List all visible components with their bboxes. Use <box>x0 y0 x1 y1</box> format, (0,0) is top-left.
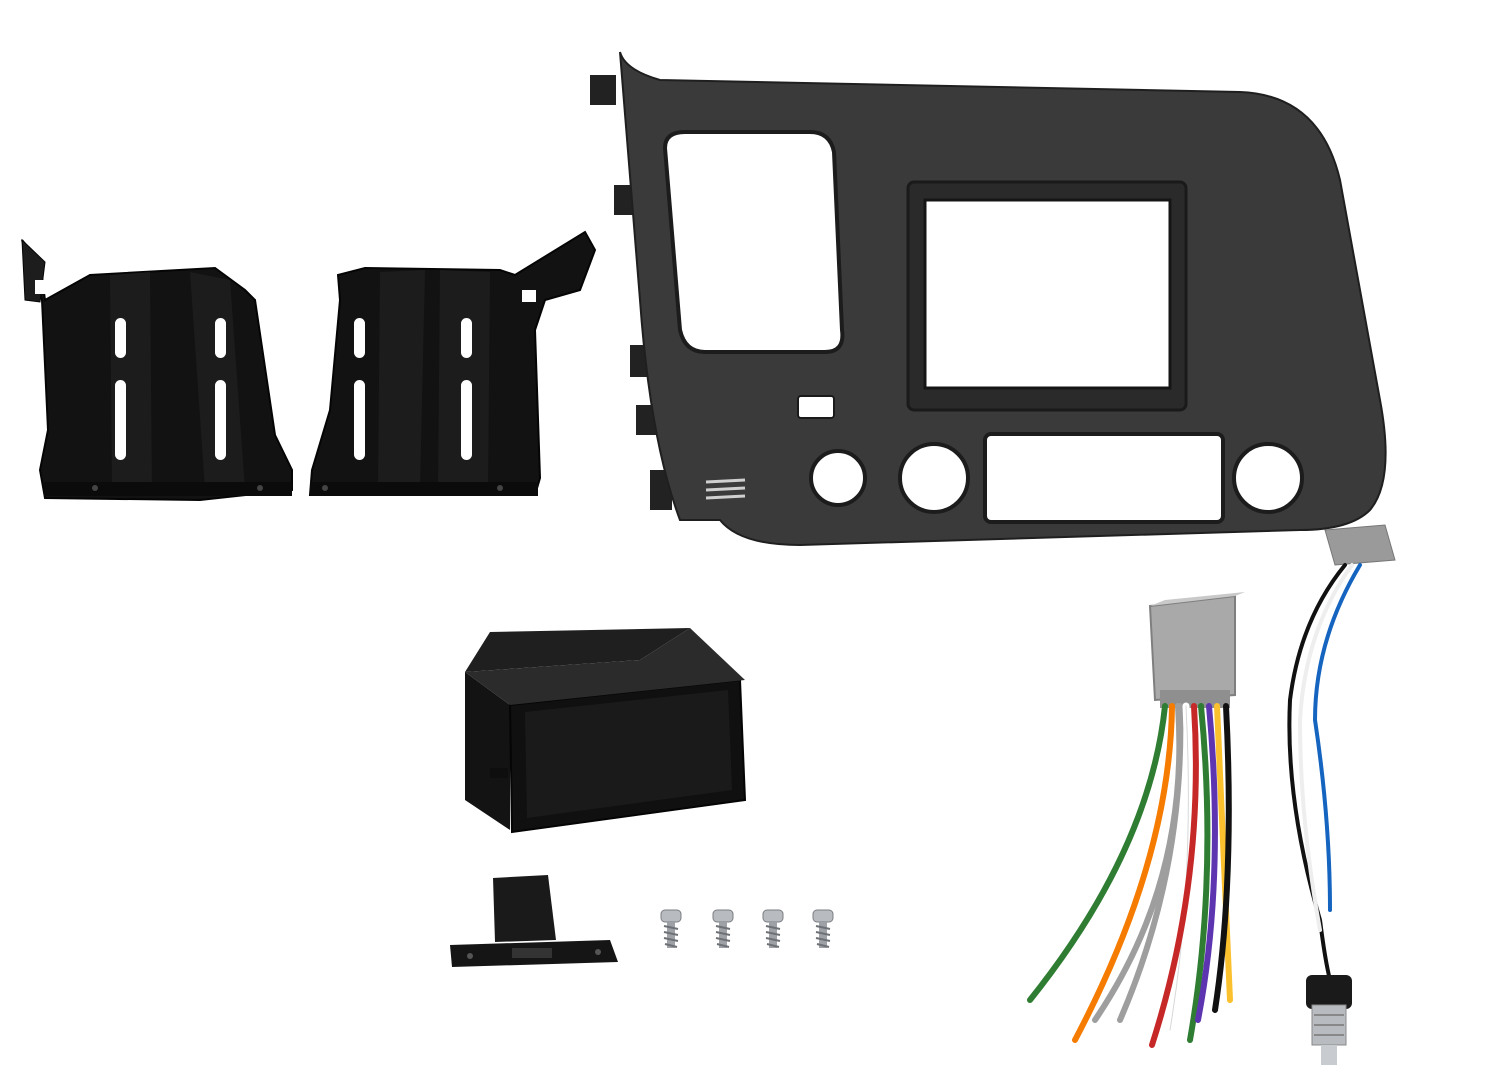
mounting-clip <box>450 875 618 967</box>
left-mounting-bracket <box>21 238 293 502</box>
right-mounting-bracket <box>308 230 597 496</box>
screws <box>660 909 834 948</box>
wiring-harness <box>1027 592 1245 1048</box>
screw <box>712 909 734 948</box>
storage-pocket <box>465 628 747 834</box>
screw <box>660 909 682 948</box>
screw <box>762 909 784 948</box>
antenna-adapter <box>1287 524 1396 1065</box>
screw <box>812 909 834 948</box>
dash-bezel <box>590 51 1387 547</box>
